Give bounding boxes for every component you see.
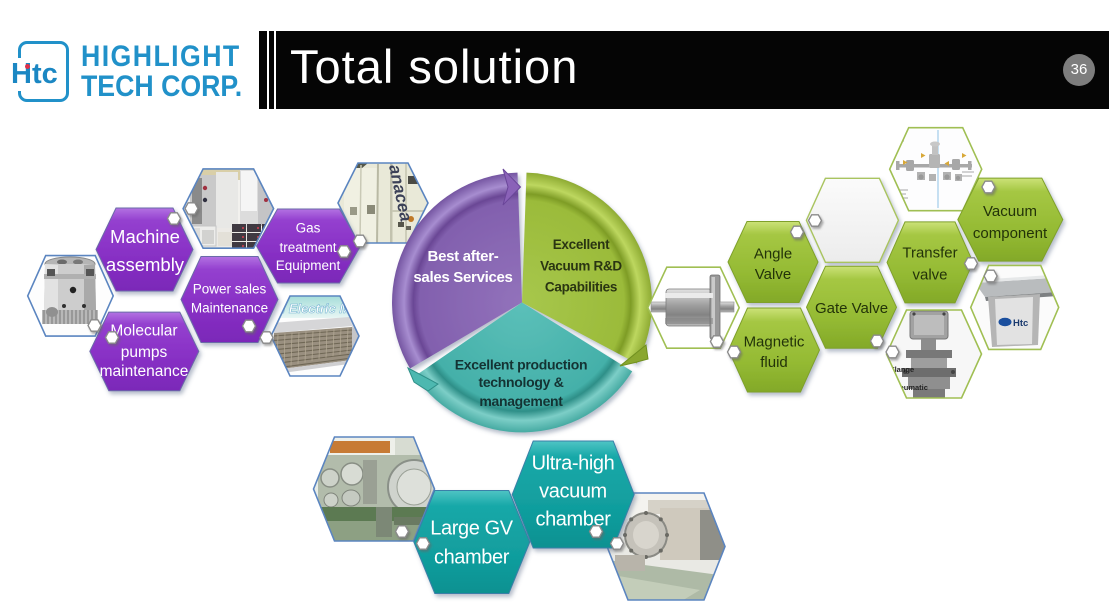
svg-text:component: component: [973, 225, 1048, 242]
svg-text:Vacuum R&D: Vacuum R&D: [540, 259, 622, 274]
svg-text:Capabilities: Capabilities: [545, 280, 617, 295]
svg-text:assembly: assembly: [106, 254, 185, 275]
svg-text:sales Services: sales Services: [413, 269, 512, 286]
svg-text:technology &: technology &: [478, 374, 563, 390]
svg-text:Gate Valve: Gate Valve: [815, 300, 888, 317]
svg-text:Power sales: Power sales: [193, 282, 267, 297]
svg-text:Vacuum: Vacuum: [983, 203, 1037, 220]
svg-text:Flange: Flange: [890, 365, 914, 374]
svg-text:chamber: chamber: [535, 509, 611, 531]
svg-text:Large GV: Large GV: [430, 518, 513, 540]
svg-text:maintenance: maintenance: [100, 363, 189, 380]
svg-text:Equipment: Equipment: [276, 258, 341, 273]
svg-text:management: management: [479, 393, 563, 409]
svg-text:Valve: Valve: [755, 266, 791, 283]
svg-text:Htc: Htc: [1013, 318, 1028, 329]
svg-text:Ultra-high: Ultra-high: [532, 453, 615, 475]
svg-text:an Electric Mfg: an Electric Mfg: [270, 301, 363, 316]
svg-text:valve: valve: [912, 267, 947, 284]
svg-text:Pneumatic: Pneumatic: [890, 383, 928, 392]
svg-text:pumps: pumps: [121, 344, 168, 361]
svg-text:II: II: [890, 374, 894, 383]
svg-text:chamber: chamber: [434, 547, 510, 569]
svg-text:Gas: Gas: [296, 221, 321, 236]
svg-text:Excellent: Excellent: [553, 237, 610, 252]
svg-text:Transfer: Transfer: [902, 245, 957, 262]
svg-text:vacuum: vacuum: [539, 481, 607, 503]
svg-text:Maintenance: Maintenance: [191, 301, 268, 316]
svg-text:Best after-: Best after-: [428, 248, 499, 265]
svg-text:Molecular: Molecular: [110, 323, 177, 340]
svg-text:Magnetic: Magnetic: [744, 334, 805, 351]
svg-text:Excellent production: Excellent production: [455, 357, 587, 373]
svg-text:Machine: Machine: [110, 226, 180, 247]
svg-text:treatment: treatment: [279, 240, 336, 255]
svg-text:Angle: Angle: [754, 246, 792, 263]
svg-text:fluid: fluid: [760, 354, 788, 371]
